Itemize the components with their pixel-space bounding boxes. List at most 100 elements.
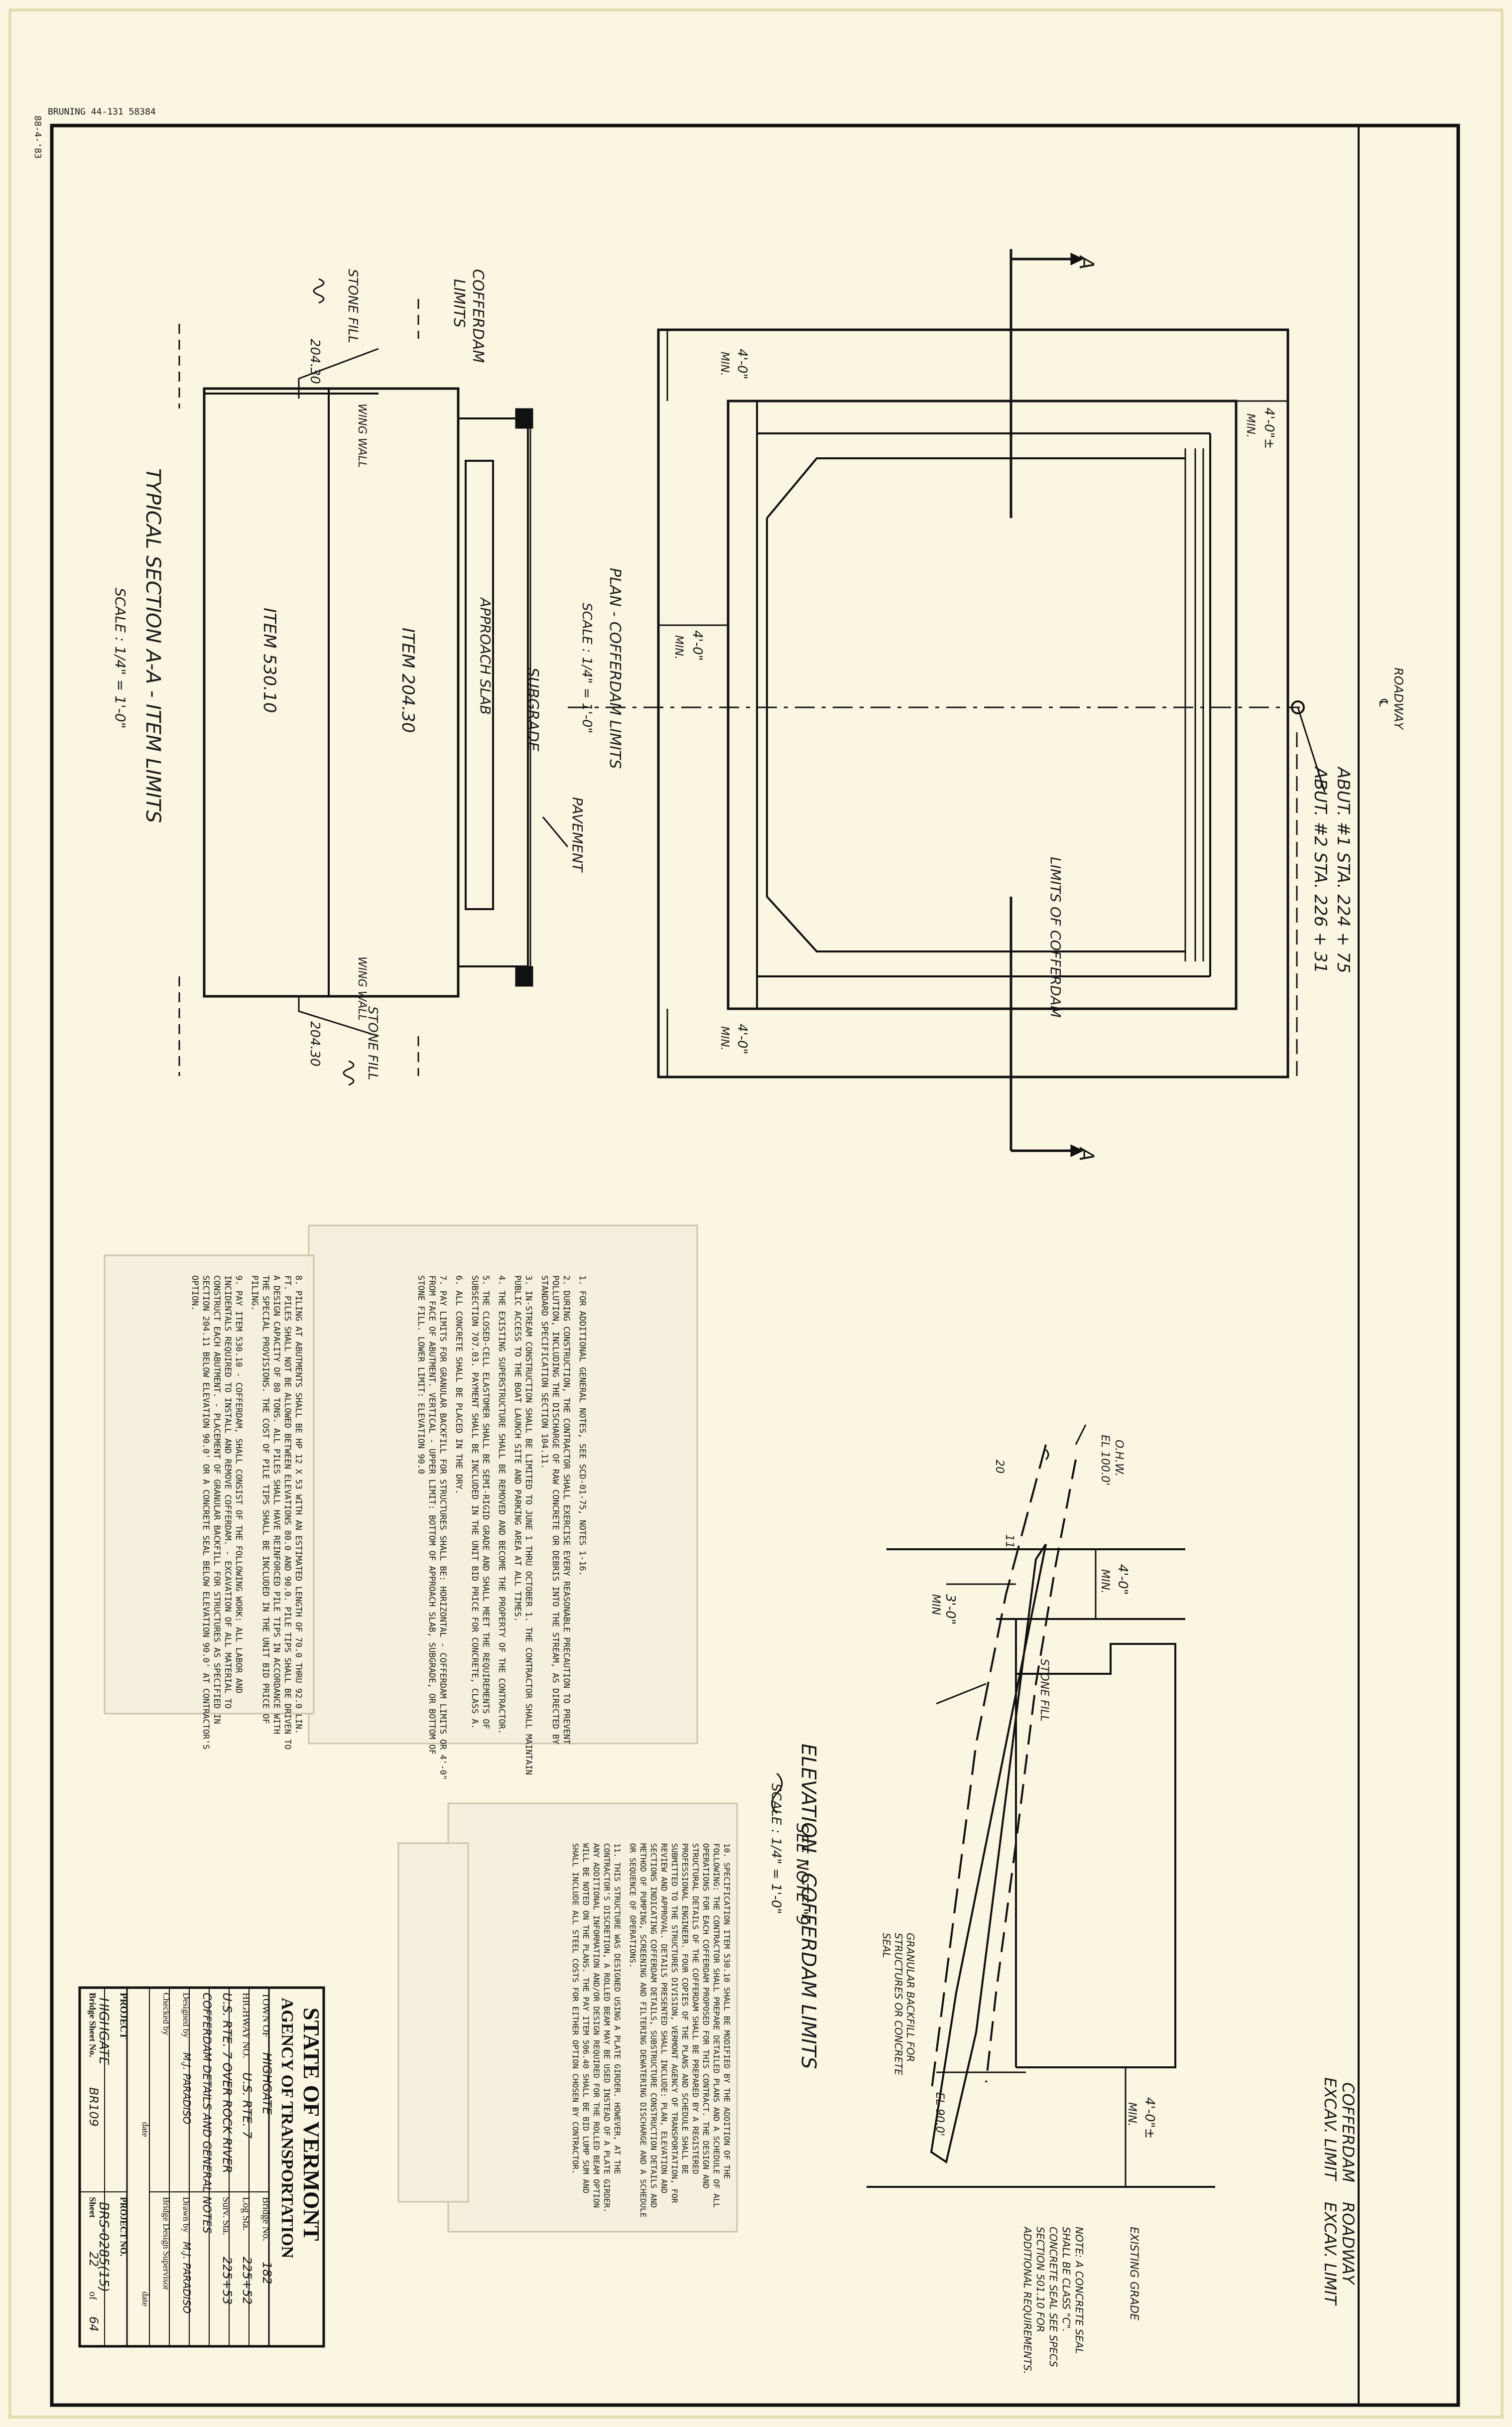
dim-4-min-label: MIN. [1099,1569,1111,1594]
plan-labels: PLAN - COFFERDAM LIMITS SCALE : 1/4" = 1… [579,255,1405,1161]
centerline-station-mark [1291,700,1305,714]
see-note-label: SEE NOTE "9 [793,1823,812,1925]
subgrade-label: SUBGRADE [524,668,541,751]
elevation-scale: SCALE : 1/4" = 1'-0" [768,1783,783,1914]
highway-label: HIGHWAY NO. [241,1993,252,2058]
dim-top-right-text: 4'-0"± [1261,407,1276,449]
log-sta-label: Log Sta. [241,2197,252,2231]
abutment2-station: ABUT. #2 STA. 226 + 31 [1310,766,1330,973]
dim-mid-min: MIN. [672,635,685,660]
surv-sta-label: Surv. Sta. [221,2197,232,2235]
wing-wall-top-label: WING WALL [356,404,368,468]
date-label-2: date [140,2292,150,2306]
granular-note: GRANULAR BACKFILL FOR STRUCTURES OR CONC… [881,1933,916,2075]
note-9: 9. PAY ITEM 530.10 - COFFERDAM, SHALL CO… [190,1275,244,1750]
notes-paste-2 [104,1254,315,1715]
approach-slab-outline [465,460,494,910]
ohw-label: O.H.W. [1113,1440,1125,1477]
note-3: 3. IN-STREAM CONSTRUCTION SHALL BE LIMIT… [512,1275,533,1775]
dim-4-min-text: 4'-0" [1115,1564,1130,1595]
bruning-stamp: BRUNING 44-131 58384 [48,107,156,117]
project-no-value: BRS-0285(15) [96,2202,111,2292]
dim-bottom-text: 4'-0" [735,1024,750,1055]
description-line-2: COFFERDAM DETAILS AND GENERAL NOTES [200,1993,213,2234]
title-block-frame [78,1986,325,2348]
section-title: TYPICAL SECTION A-A - ITEM LIMITS [141,468,164,823]
granular-note-box: GRANULAR BACKFILL FOR STRUCTURES OR CONC… [881,1933,916,2075]
stone-fill-top [298,348,379,399]
limits-of-cofferdam: LIMITS OF COFFERDAM [1047,857,1064,1018]
existing-grade-label: EXISTING GRADE [1128,2227,1140,2320]
side-code: 88-4-'83 [32,116,43,159]
drawn-by-value: M.J. PARADISO [181,2242,193,2313]
general-notes-group-c: 10. SPECIFICATION ITEM 530.10 SHALL BE M… [571,1843,732,2217]
break-mark-bottom [343,1060,355,1086]
ohw-elevation: EL 100.0' [1099,1435,1111,1485]
stone-fill-leader [936,1683,987,1705]
section-labels: COFFERDAM LIMITS STONE FILL STONE FILL W… [112,269,586,1080]
date-label-1: date [140,2122,150,2137]
of-label: of [87,2292,98,2300]
note-11: 11. THIS STRUCTURE WAS DESIGNED USING A … [571,1843,622,2213]
dim-top-left-min: MIN. [718,352,731,376]
elev-204-bottom: 204.30 [307,1021,322,1067]
designed-by-label: Designed by [181,1993,191,2037]
excav-limit-label: EXCAV. LIMIT [1321,2077,1340,2181]
highway-value: U.S. RTE. 7 [240,2072,254,2139]
concrete-seal-note: NOTE: A CONCRETE SEAL SHALL BE CLASS "C"… [1021,2227,1085,2374]
stone-fill-top-label: STONE FILL [345,269,360,343]
label-20: 20 [993,1460,1006,1474]
see-note-squiggle [771,1772,783,1814]
approach-slab-label: APPROACH SLAB [477,597,494,715]
sheet-border [50,124,1460,2407]
elevation-view [771,1424,1215,2188]
section-scale: SCALE : 1/4" = 1'-0" [112,588,128,729]
note-1: 1. FOR ADDITIONAL GENERAL NOTES, SEE SCD… [577,1275,587,1576]
notes-paste-1 [308,1224,698,1745]
dim-mid-text: 4'-0" [690,630,705,661]
roadway-excav-limit-label: EXCAV. LIMIT [1321,2202,1340,2306]
sheet-total: 64 [87,2316,101,2332]
wing-wall-bottom-label: WING WALL [356,956,368,1021]
existing-grade-dash [930,1444,1047,2093]
dim-3-min-label: MIN [929,1594,942,1615]
elevation-labels: COFFERDAM EXCAV. LIMIT ROADWAY EXCAV. LI… [768,1435,1358,2374]
paper-edge [8,8,1504,2419]
wingwall-chamfer-top [766,457,1185,519]
state-title: STATE OF VERMONT [299,2008,324,2241]
ohw-leader [1075,1424,1087,1445]
supervisor-label: Bridge Design Supervisor [161,2197,171,2290]
bridge-no-label: Bridge No. [260,2197,271,2241]
concrete-seal-note-box: NOTE: A CONCRETE SEAL SHALL BE CLASS "C"… [1021,2227,1085,2374]
item-204-30-label: ITEM 204.30 [398,628,418,733]
drawn-by-label: Drawn by [181,2197,191,2232]
elev-204-top: 204.30 [307,339,322,384]
typical-section [178,278,569,1086]
notes-paste-3 [447,1802,738,2233]
plan-title: PLAN - COFFERDAM LIMITS [606,568,624,769]
dim-bottom-min: MIN. [718,1026,731,1051]
ohw-tick [1045,1449,1049,1461]
elevation-title: ELEVATION - COFFERDAM LIMITS [797,1744,820,2069]
sheet-label: Sheet [88,2197,98,2218]
designed-by-value: M.J. PARADISO [181,2052,193,2124]
pavement-end-top [515,408,533,429]
el-90-label: EL 90.0' [933,2092,946,2136]
note-4: 4. THE EXISTING SUPERSTRUCTURE SHALL BE … [497,1275,506,1735]
plan-scale: SCALE : 1/4" = 1'-0" [579,603,594,733]
checked-by-label: Checked by [161,1993,171,2035]
bridge-no-value: 182 [260,2262,274,2285]
log-sta-value: 225+52 [240,2257,254,2304]
project-value: HIGHGATE [96,1998,111,2065]
bridge-sheet-value: BR109 [87,2087,101,2127]
section-arrowhead-bottom [1070,1144,1084,1157]
abutment-outline [727,400,1238,1010]
stone-fill-bottom-label: STONE FILL [365,1006,380,1080]
roadway-label: ROADWAY [1391,668,1405,730]
note-2: 2. DURING CONSTRUCTION, THE CONTRACTOR S… [539,1275,571,1745]
plan-view [568,249,1326,1157]
pavement-end-bottom [515,966,533,987]
description-line-1: U.S. RTE. 7 OVER ROCK RIVER [220,1993,234,2173]
section-arrowhead-top [1070,253,1084,266]
surv-sta-value: 225+53 [220,2257,234,2304]
